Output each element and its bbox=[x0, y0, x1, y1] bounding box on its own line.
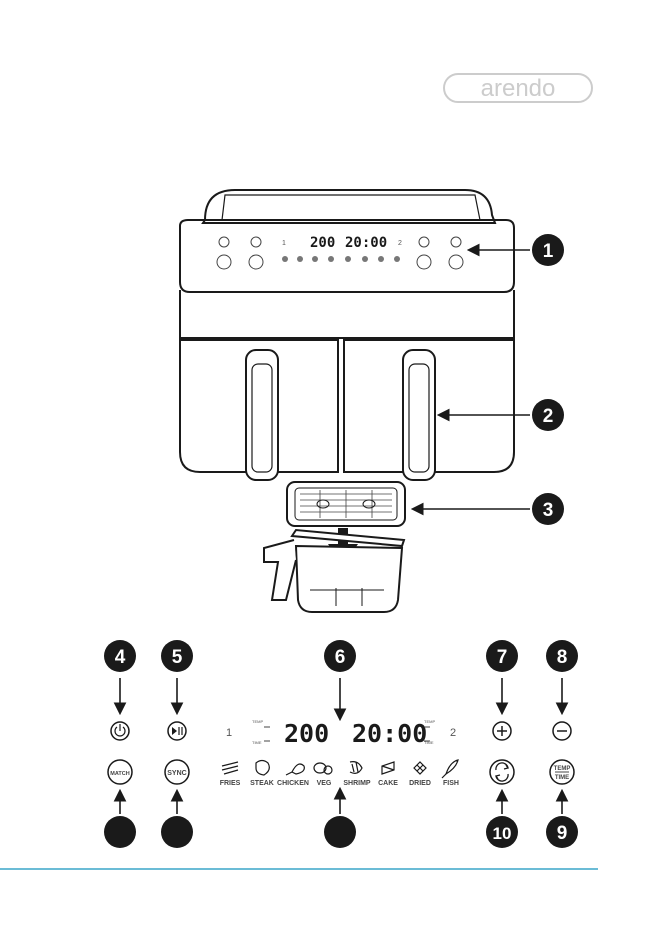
handle-left bbox=[246, 350, 278, 480]
preset-veg[interactable]: VEG bbox=[314, 763, 332, 787]
power-button[interactable] bbox=[111, 722, 129, 740]
svg-text:TEMP: TEMP bbox=[554, 766, 571, 772]
plus-icon bbox=[497, 726, 507, 736]
svg-text:1: 1 bbox=[543, 241, 554, 262]
power-icon bbox=[115, 724, 125, 736]
temp-time-button[interactable]: TEMP TIME bbox=[550, 760, 574, 784]
callout-blank-left bbox=[104, 816, 136, 848]
svg-text:10: 10 bbox=[493, 824, 512, 843]
sync-button[interactable]: SYNC bbox=[165, 760, 189, 784]
svg-text:DRIED: DRIED bbox=[409, 780, 431, 787]
increase-button[interactable] bbox=[493, 722, 511, 740]
fish-icon bbox=[442, 760, 458, 778]
preset-steak[interactable]: STEAK bbox=[250, 761, 274, 788]
brand-logo: arendo bbox=[444, 74, 592, 102]
preset-fries[interactable]: FRIES bbox=[220, 762, 241, 787]
steak-icon bbox=[256, 761, 269, 776]
time-readout: 20:00 bbox=[352, 719, 427, 748]
display: 1 TEMP TIME 200 20:00 TEMP TIME 2 bbox=[226, 719, 456, 748]
decrease-button[interactable] bbox=[553, 722, 571, 740]
callout-blank-center bbox=[324, 816, 356, 848]
basket-left-number: 1 bbox=[226, 727, 232, 739]
temperature-readout: 200 bbox=[284, 719, 329, 748]
svg-text:9: 9 bbox=[557, 823, 568, 844]
swap-icon bbox=[496, 763, 508, 781]
air-fryer-illustration bbox=[180, 190, 514, 480]
fryer-panel-mini: 1 200 20:00 2 bbox=[217, 235, 463, 269]
control-panel-shell bbox=[180, 220, 514, 292]
svg-text:6: 6 bbox=[335, 647, 346, 668]
mini-temp: 200 bbox=[310, 235, 335, 251]
chicken-icon bbox=[286, 764, 304, 775]
svg-text:STEAK: STEAK bbox=[250, 780, 274, 787]
preset-row: FRIES STEAK CHICKEN VEG SHRIMP CAKE bbox=[220, 760, 459, 787]
crisper-plate bbox=[287, 482, 405, 526]
svg-text:2: 2 bbox=[543, 406, 554, 427]
preset-chicken[interactable]: CHICKEN bbox=[277, 764, 309, 787]
mini-time: 20:00 bbox=[345, 235, 387, 251]
preset-shrimp[interactable]: SHRIMP bbox=[343, 762, 371, 787]
mini-basket-right: 2 bbox=[398, 240, 402, 247]
svg-text:VEG: VEG bbox=[317, 780, 332, 787]
cake-icon bbox=[382, 762, 394, 774]
play-pause-icon bbox=[172, 727, 182, 735]
left-temp-tag: TEMP bbox=[252, 719, 263, 724]
shrimp-icon bbox=[350, 762, 362, 774]
svg-text:8: 8 bbox=[557, 647, 568, 668]
basket-right-number: 2 bbox=[450, 727, 456, 739]
callout-group-panel-top: 4 5 6 7 8 bbox=[104, 640, 578, 718]
svg-text:SHRIMP: SHRIMP bbox=[343, 780, 371, 787]
svg-text:7: 7 bbox=[497, 647, 508, 668]
basket-switch-button[interactable] bbox=[490, 760, 514, 784]
svg-text:SYNC: SYNC bbox=[167, 770, 186, 777]
svg-text:4: 4 bbox=[115, 647, 126, 668]
left-time-tag: TIME bbox=[252, 740, 262, 745]
svg-text:5: 5 bbox=[172, 647, 183, 668]
brand-name: arendo bbox=[481, 75, 556, 102]
veg-icon bbox=[314, 763, 332, 774]
mini-basket-left: 1 bbox=[282, 240, 286, 247]
fries-icon bbox=[222, 762, 238, 774]
svg-text:FISH: FISH bbox=[443, 780, 459, 787]
dried-icon bbox=[414, 762, 426, 774]
svg-text:CAKE: CAKE bbox=[378, 780, 398, 787]
basket bbox=[264, 530, 404, 612]
svg-text:FRIES: FRIES bbox=[220, 780, 241, 787]
match-button[interactable]: MATCH bbox=[108, 760, 132, 784]
preset-fish[interactable]: FISH bbox=[442, 760, 459, 787]
start-pause-button[interactable] bbox=[168, 722, 186, 740]
svg-text:TIME: TIME bbox=[555, 775, 569, 781]
handle-right bbox=[403, 350, 435, 480]
svg-text:3: 3 bbox=[543, 500, 554, 521]
callout-group-top: 1 2 3 bbox=[414, 234, 564, 525]
preset-cake[interactable]: CAKE bbox=[378, 762, 398, 787]
svg-text:CHICKEN: CHICKEN bbox=[277, 780, 309, 787]
svg-text:MATCH: MATCH bbox=[110, 771, 129, 777]
preset-dried[interactable]: DRIED bbox=[409, 762, 431, 787]
right-temp-tag: TEMP bbox=[424, 719, 435, 724]
callout-group-panel-bottom: 10 9 bbox=[104, 790, 578, 848]
callout-blank-middle-left bbox=[161, 816, 193, 848]
